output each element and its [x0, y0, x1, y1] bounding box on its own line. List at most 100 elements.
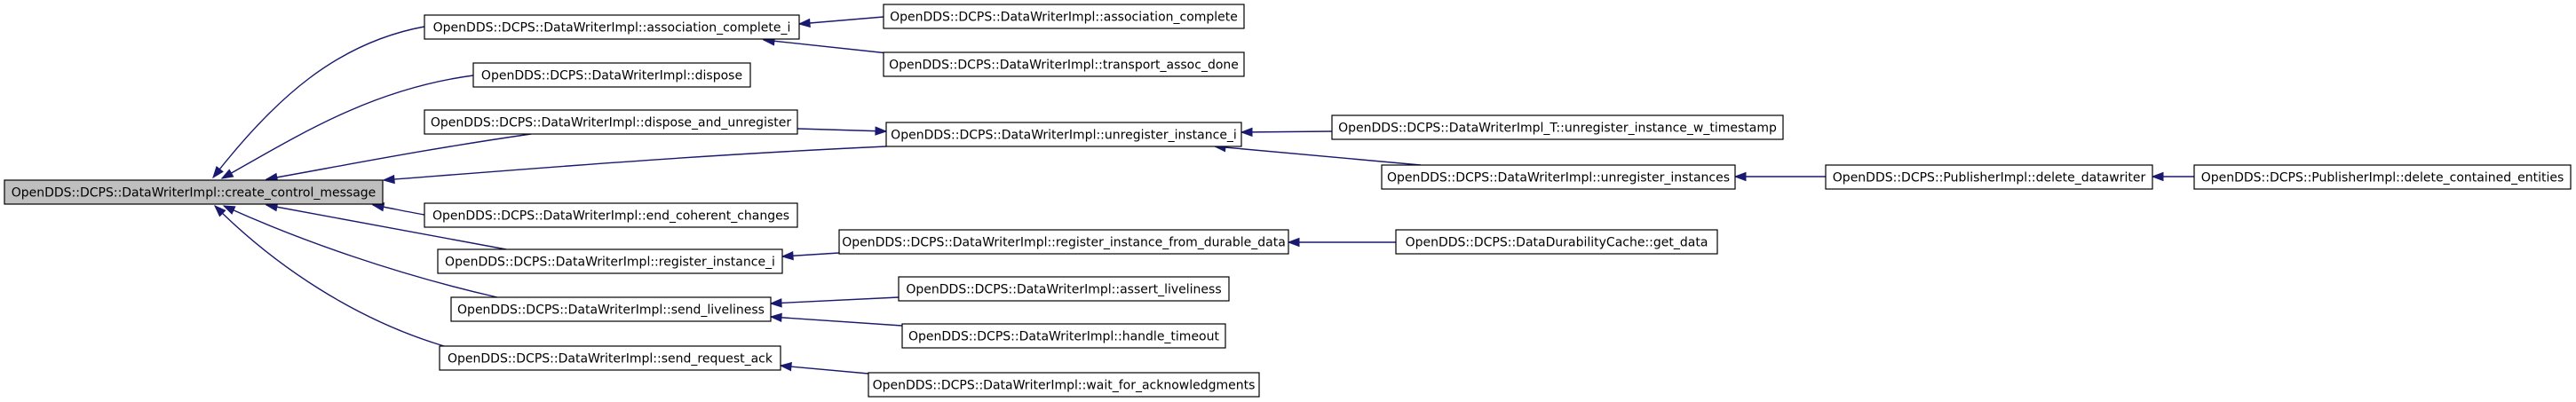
node-box — [2193, 164, 2572, 190]
node-label: OpenDDS::DCPS::DataWriterImpl::transport… — [889, 59, 1239, 73]
edge-line — [383, 146, 887, 181]
node-label: OpenDDS::DCPS::DataWriterImpl::unregiste… — [1387, 171, 1730, 185]
node-box — [1395, 229, 1718, 255]
node-label: OpenDDS::DCPS::DataWriterImpl::register_… — [842, 236, 1286, 250]
graph-node-n17[interactable]: OpenDDS::DCPS::DataDurabilityCache::get_… — [1395, 229, 1718, 255]
edge-line — [266, 204, 507, 250]
graph-node-n12[interactable]: OpenDDS::DCPS::DataWriterImpl::assert_li… — [898, 276, 1230, 302]
node-box — [424, 109, 798, 135]
graph-node-n6[interactable]: OpenDDS::DCPS::DataWriterImpl::send_live… — [450, 296, 772, 322]
graph-node-n8[interactable]: OpenDDS::DCPS::DataWriterImpl::associati… — [883, 4, 1245, 29]
node-label: OpenDDS::DCPS::DataWriterImpl::dispose_a… — [431, 116, 791, 130]
edge-n6-to-root — [222, 205, 498, 298]
edge-line — [780, 365, 869, 374]
node-box — [868, 372, 1260, 398]
edge-n14-to-n7 — [779, 361, 869, 374]
graph-node-n7[interactable]: OpenDDS::DCPS::DataWriterImpl::send_requ… — [439, 345, 781, 371]
edge-n16-to-n10 — [1213, 142, 1422, 166]
edge-n8-to-n1 — [797, 16, 884, 28]
arrowhead — [769, 298, 782, 308]
edge-n15-to-n10 — [1240, 127, 1333, 138]
edge-n2-to-root — [220, 75, 474, 179]
node-box — [1825, 164, 2153, 190]
node-label: OpenDDS::DCPS::DataDurabilityCache::get_… — [1406, 236, 1708, 250]
node-box — [439, 345, 781, 371]
graph-node-n4[interactable]: OpenDDS::DCPS::DataWriterImpl::end_coher… — [424, 202, 798, 228]
edge-n17-to-n11 — [1287, 237, 1396, 248]
node-box — [4, 179, 384, 205]
graph-node-n18[interactable]: OpenDDS::DCPS::PublisherImpl::delete_dat… — [1825, 164, 2153, 190]
node-label: OpenDDS::DCPS::DataWriterImpl::register_… — [445, 256, 775, 270]
node-label: OpenDDS::DCPS::DataWriterImpl::send_requ… — [448, 352, 773, 367]
node-box — [472, 62, 751, 88]
node-label: OpenDDS::DCPS::DataWriterImpl::send_live… — [457, 303, 765, 318]
node-box — [450, 296, 772, 322]
node-label: OpenDDS::DCPS::DataWriterImpl::assert_li… — [906, 283, 1221, 297]
edge-line — [212, 26, 425, 178]
edges-layer — [212, 16, 2194, 374]
edge-line — [770, 316, 903, 327]
graph-node-n15[interactable]: OpenDDS::DCPS::DataWriterImpl_T::unregis… — [1331, 114, 1784, 140]
arrowhead — [222, 205, 236, 215]
edge-n19-to-n18 — [2151, 171, 2194, 182]
graph-node-root[interactable]: OpenDDS::DCPS::DataWriterImpl::create_co… — [4, 179, 384, 205]
node-box — [437, 248, 783, 274]
node-label: OpenDDS::DCPS::DataWriterImpl_T::unregis… — [1338, 122, 1777, 136]
node-box — [838, 229, 1289, 255]
graph-node-n19[interactable]: OpenDDS::DCPS::PublisherImpl::delete_con… — [2193, 164, 2572, 190]
edge-n7-to-root — [213, 205, 445, 347]
node-label: OpenDDS::DCPS::DataWriterImpl::create_co… — [12, 186, 376, 201]
edge-line — [763, 39, 889, 54]
edge-line — [223, 205, 498, 298]
node-box — [901, 323, 1226, 349]
graph-node-n13[interactable]: OpenDDS::DCPS::DataWriterImpl::handle_ti… — [901, 323, 1226, 349]
node-box — [424, 14, 800, 40]
graph-node-n1[interactable]: OpenDDS::DCPS::DataWriterImpl::associati… — [424, 14, 800, 40]
edge-line — [1214, 146, 1422, 166]
node-label: OpenDDS::DCPS::DataWriterImpl::handle_ti… — [908, 330, 1219, 344]
node-box — [424, 202, 798, 228]
graph-node-n10[interactable]: OpenDDS::DCPS::DataWriterImpl::unregiste… — [885, 122, 1242, 147]
node-label: OpenDDS::DCPS::DataWriterImpl::associati… — [433, 21, 791, 35]
node-label: OpenDDS::DCPS::PublisherImpl::delete_con… — [2201, 171, 2564, 185]
edge-line — [797, 128, 887, 132]
node-box — [898, 276, 1230, 302]
node-label: OpenDDS::DCPS::DataWriterImpl::wait_for_… — [873, 379, 1256, 393]
node-box — [1331, 114, 1784, 140]
arrowhead — [1240, 127, 1253, 138]
edge-n12-to-n6 — [769, 296, 900, 308]
graph-node-n11[interactable]: OpenDDS::DCPS::DataWriterImpl::register_… — [838, 229, 1289, 255]
graph-node-n9[interactable]: OpenDDS::DCPS::DataWriterImpl::transport… — [883, 51, 1245, 77]
arrowhead — [779, 361, 792, 372]
edge-n3-to-n10 — [797, 126, 888, 136]
graph-node-n16[interactable]: OpenDDS::DCPS::DataWriterImpl::unregiste… — [1381, 164, 1736, 190]
edge-line — [798, 16, 884, 25]
arrowhead — [212, 165, 224, 179]
node-box — [883, 51, 1245, 77]
edge-n4-to-root — [371, 202, 425, 216]
arrowhead — [1287, 237, 1300, 248]
node-label: OpenDDS::DCPS::DataWriterImpl::associati… — [890, 11, 1238, 25]
arrowhead — [797, 18, 811, 28]
graph-node-n5[interactable]: OpenDDS::DCPS::DataWriterImpl::register_… — [437, 248, 783, 274]
nodes-layer: OpenDDS::DCPS::DataWriterImpl::create_co… — [4, 4, 2572, 398]
edge-line — [770, 296, 900, 304]
arrowhead — [769, 312, 782, 323]
graph-node-n14[interactable]: OpenDDS::DCPS::DataWriterImpl::wait_for_… — [868, 372, 1260, 398]
edge-n13-to-n6 — [769, 312, 903, 327]
arrowhead — [220, 169, 234, 179]
graph-node-n2[interactable]: OpenDDS::DCPS::DataWriterImpl::dispose — [472, 62, 751, 88]
node-label: OpenDDS::DCPS::PublisherImpl::delete_dat… — [1833, 171, 2146, 185]
node-box — [883, 4, 1245, 29]
edge-line — [266, 133, 532, 180]
edge-line — [214, 205, 445, 347]
node-box — [885, 122, 1242, 147]
edge-n3-to-root — [265, 133, 532, 182]
edge-n18-to-n16 — [1733, 171, 1826, 182]
arrowhead — [2151, 171, 2164, 182]
edge-n10-to-root — [382, 146, 887, 185]
graph-node-n3[interactable]: OpenDDS::DCPS::DataWriterImpl::dispose_a… — [424, 109, 798, 135]
edge-n11-to-n5 — [781, 251, 840, 261]
node-label: OpenDDS::DCPS::DataWriterImpl::dispose — [481, 69, 742, 83]
